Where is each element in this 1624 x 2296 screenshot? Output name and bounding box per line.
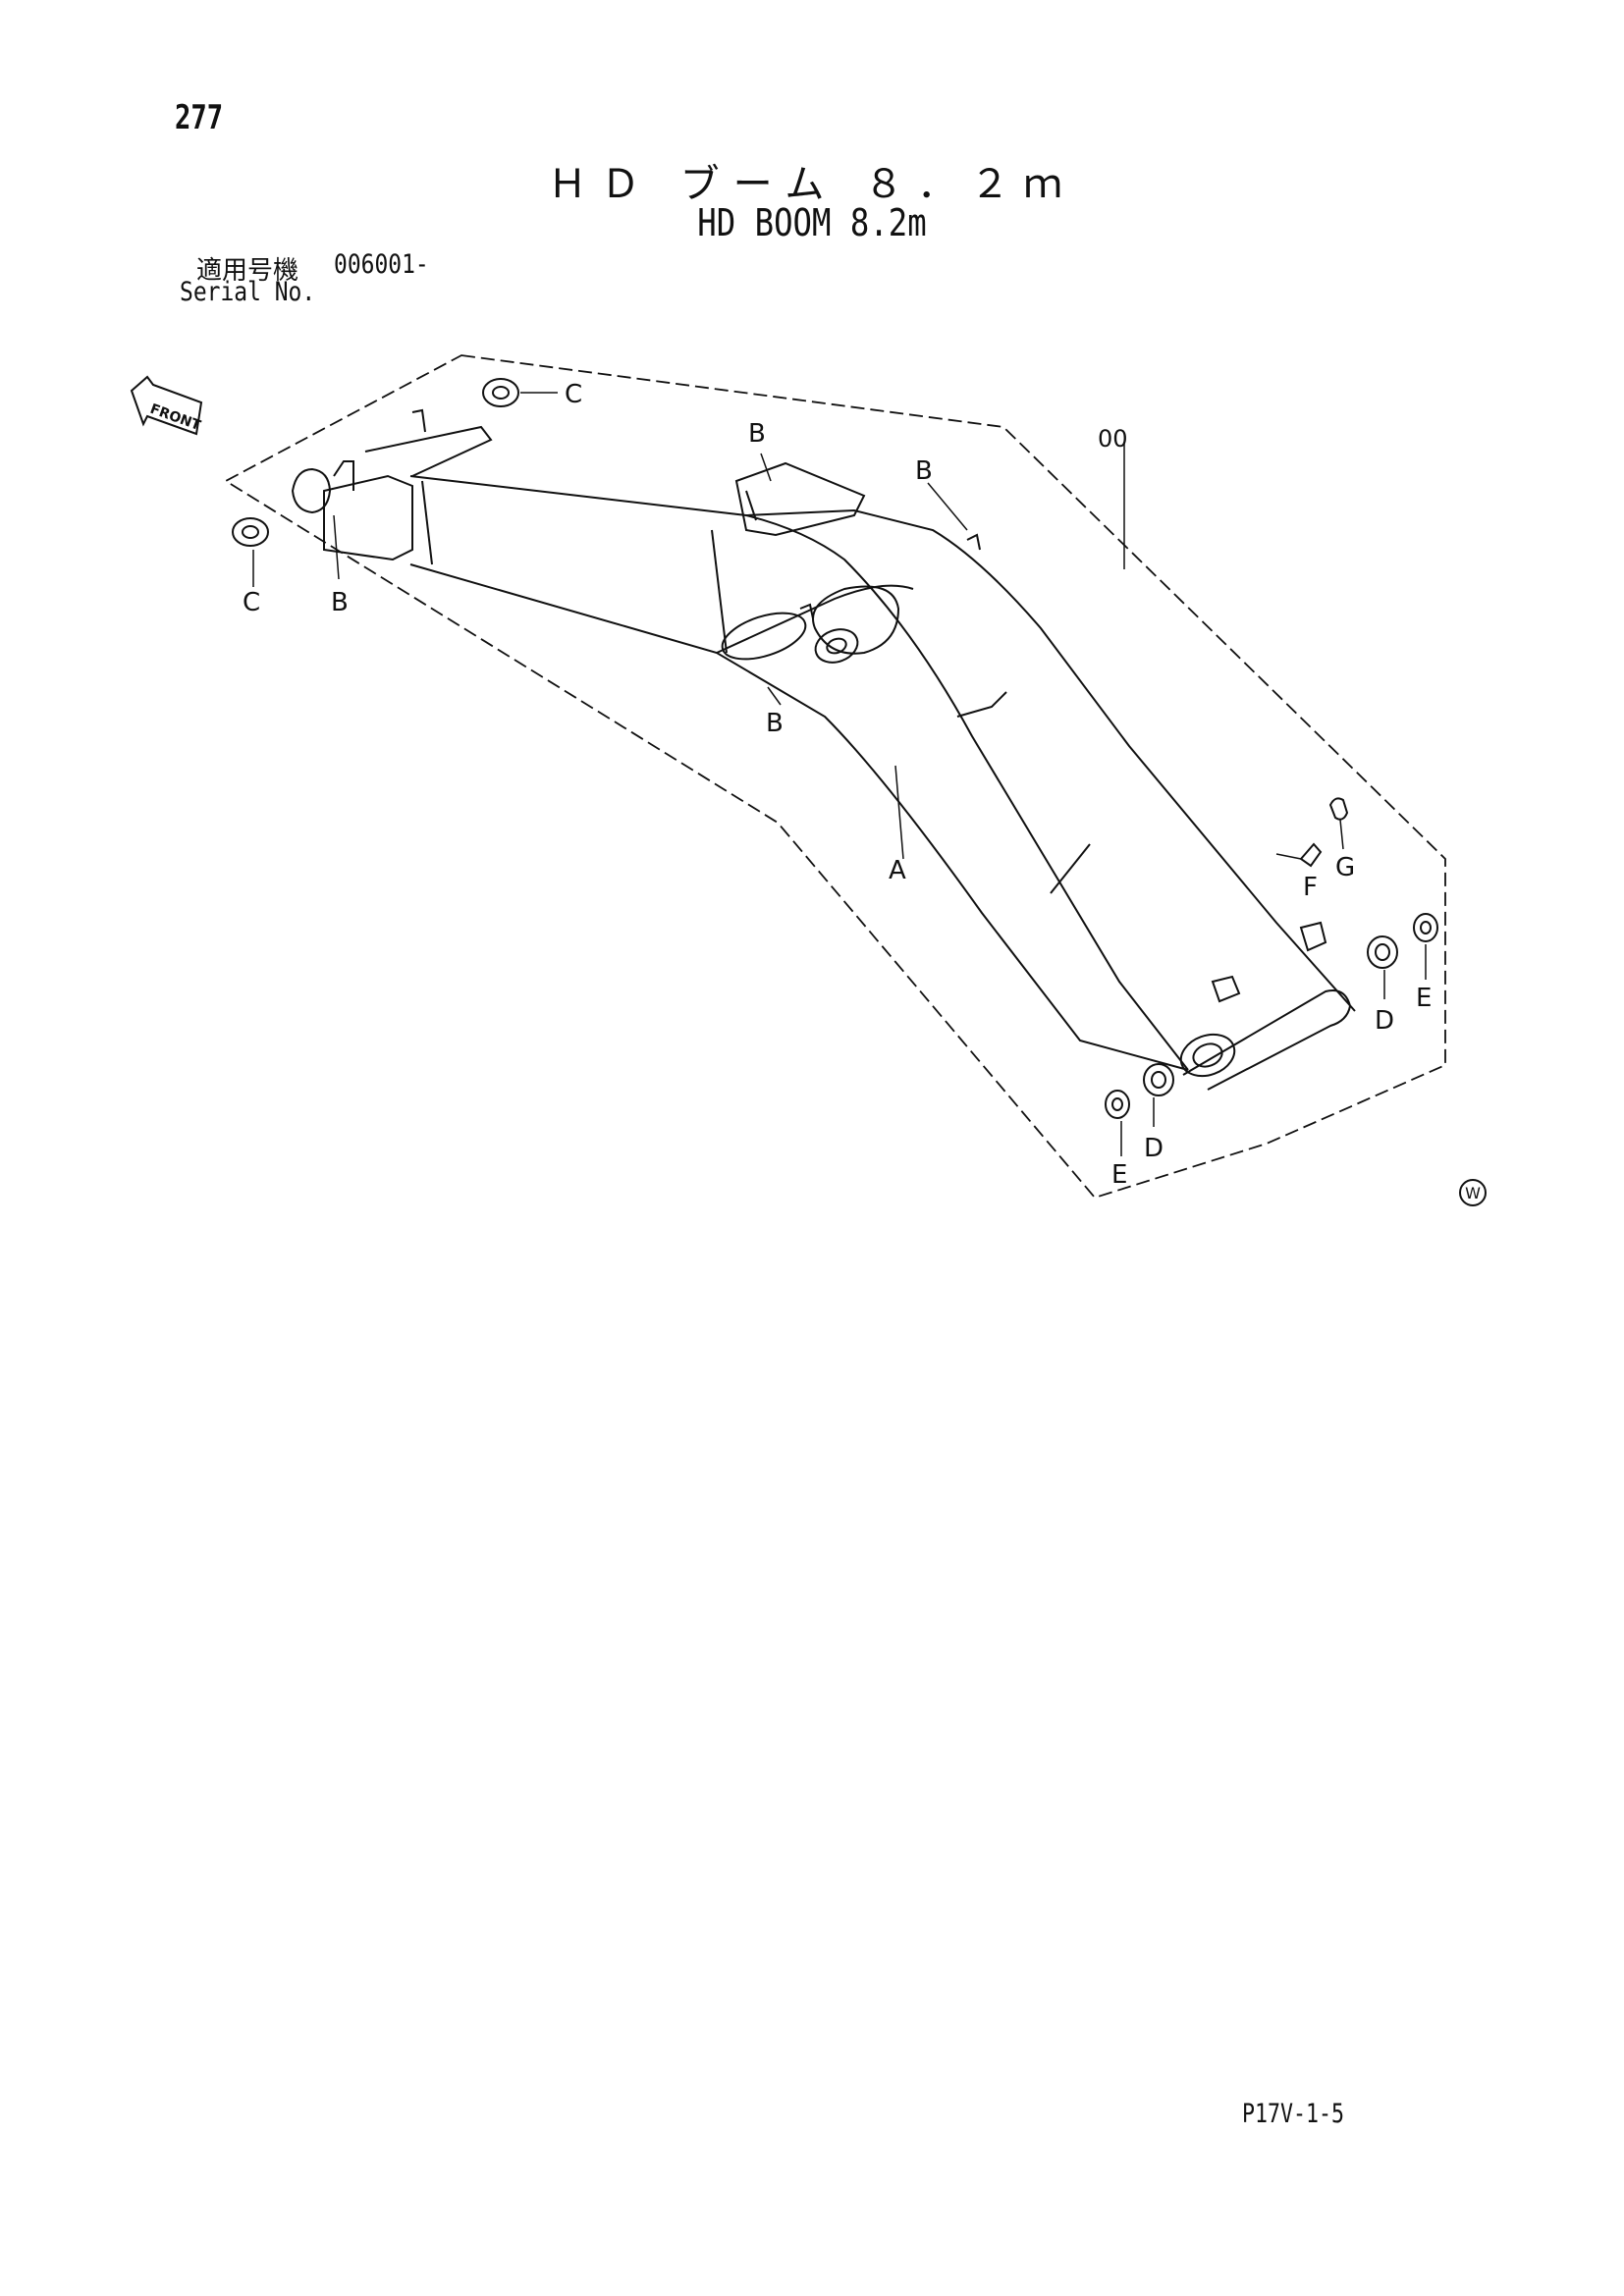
callout-b-left: B <box>331 588 349 617</box>
callout-d-right: D <box>1375 1006 1394 1036</box>
title-japanese: ＨＤ ブーム ８．２ｍ <box>547 162 1077 207</box>
leader-lines <box>252 392 1427 1156</box>
callout-e-right: E <box>1416 984 1432 1013</box>
callout-f: F <box>1303 873 1318 902</box>
assembly-boundary <box>224 354 1446 1200</box>
callout-d-bottom: D <box>1144 1134 1164 1163</box>
page-number: 277 <box>175 98 224 137</box>
loose-parts <box>232 378 1438 1119</box>
callout-g: G <box>1335 853 1355 882</box>
callout-e-bottom: E <box>1111 1160 1127 1190</box>
serial-label-japanese: 適用号機 <box>196 256 299 286</box>
front-direction-arrow: FRONT <box>130 375 203 436</box>
footer-page-code: P17V-1-5 <box>1242 2099 1345 2129</box>
watermark-symbol: W <box>1459 1179 1487 1206</box>
callout-b-middle: B <box>766 709 784 738</box>
svg-text:W: W <box>1465 1184 1481 1202</box>
callout-b-right: B <box>915 456 933 486</box>
assembly-label: 00 <box>1098 425 1128 453</box>
boom-body <box>291 408 1356 1091</box>
serial-number-value: 006001- <box>334 249 429 280</box>
callout-labels: C C B B B B A F G D E D E 00 <box>243 380 1432 1190</box>
callout-b-top: B <box>748 419 766 449</box>
callout-c-top: C <box>565 380 582 409</box>
callout-a: A <box>889 856 906 885</box>
serial-label-english: Serial No. <box>180 277 316 307</box>
title-english: HD BOOM 8.2m <box>697 201 927 244</box>
callout-c-left: C <box>243 588 260 617</box>
